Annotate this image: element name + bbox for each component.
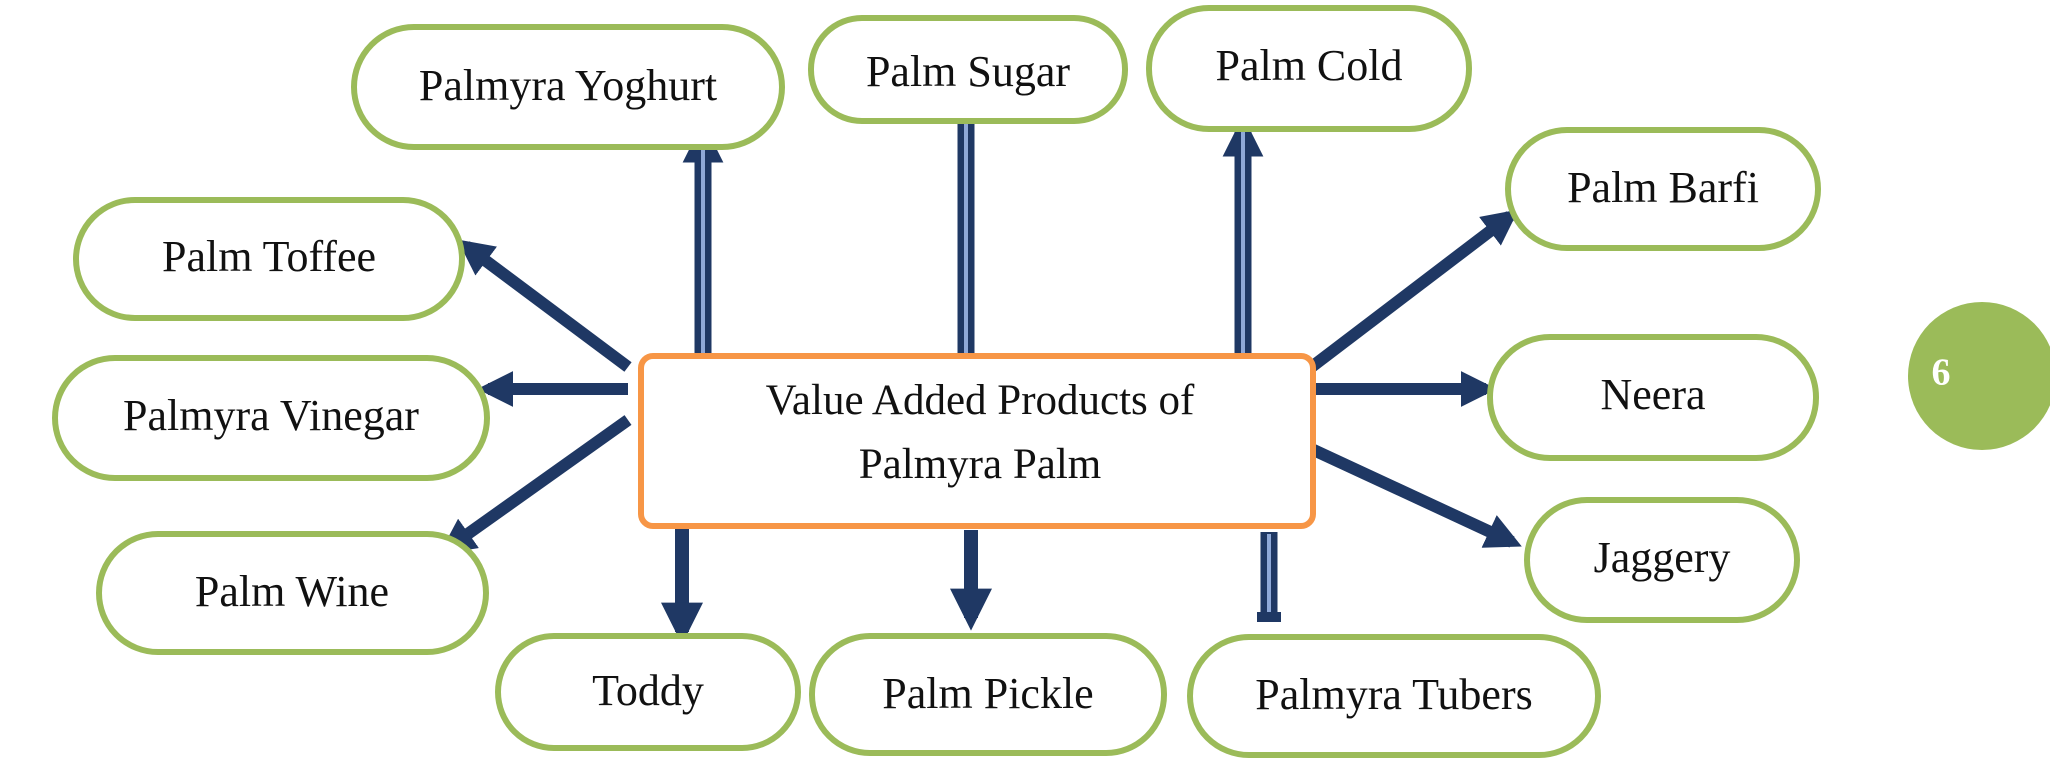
node-label: Palmyra Vinegar (123, 391, 419, 440)
node-palm-sugar: Palm Sugar (808, 15, 1128, 124)
arrow-to-palm-wine (439, 415, 632, 555)
node-label: Palm Cold (1215, 41, 1402, 90)
node-label: Jaggery (1594, 533, 1731, 582)
node-neera: Neera (1487, 334, 1819, 461)
arrow-to-palm-barfi (1301, 209, 1519, 377)
page-number: 6 (1932, 352, 1951, 394)
node-label: Palmyra Yoghurt (419, 61, 717, 110)
node-palm-cold: Palm Cold (1146, 5, 1472, 132)
node-palmyra-yoghurt: Palmyra Yoghurt (351, 24, 785, 150)
arrow-to-palmyra-tubers (1257, 532, 1281, 622)
node-palm-pickle: Palm Pickle (809, 633, 1167, 756)
center-title-line1: Value Added Products of (766, 377, 1195, 424)
node-label: Toddy (592, 666, 704, 715)
node-palmyra-tubers: Palmyra Tubers (1187, 634, 1601, 758)
center-box: Value Added Products of Palmyra Palm (638, 353, 1316, 529)
node-label: Palm Barfi (1567, 163, 1759, 212)
node-label: Neera (1600, 370, 1705, 419)
node-toddy: Toddy (495, 633, 801, 751)
node-label: Palm Sugar (866, 47, 1070, 96)
arrow-to-jaggery (1302, 440, 1522, 548)
node-palmyra-vinegar: Palmyra Vinegar (52, 355, 490, 481)
page-number-badge: 6 (1908, 302, 2050, 450)
node-palm-toffee: Palm Toffee (73, 197, 465, 321)
node-palm-wine: Palm Wine (96, 531, 489, 655)
node-jaggery: Jaggery (1524, 497, 1800, 623)
node-label: Palm Toffee (162, 232, 376, 281)
node-label: Palmyra Tubers (1255, 670, 1532, 719)
center-title-line2: Palmyra Palm (859, 441, 1101, 488)
node-label: Palm Pickle (882, 669, 1093, 718)
arrow-to-palm-toffee (457, 239, 632, 372)
node-label: Palm Wine (195, 567, 389, 616)
arrows (439, 115, 1522, 645)
node-palm-barfi: Palm Barfi (1505, 127, 1821, 251)
